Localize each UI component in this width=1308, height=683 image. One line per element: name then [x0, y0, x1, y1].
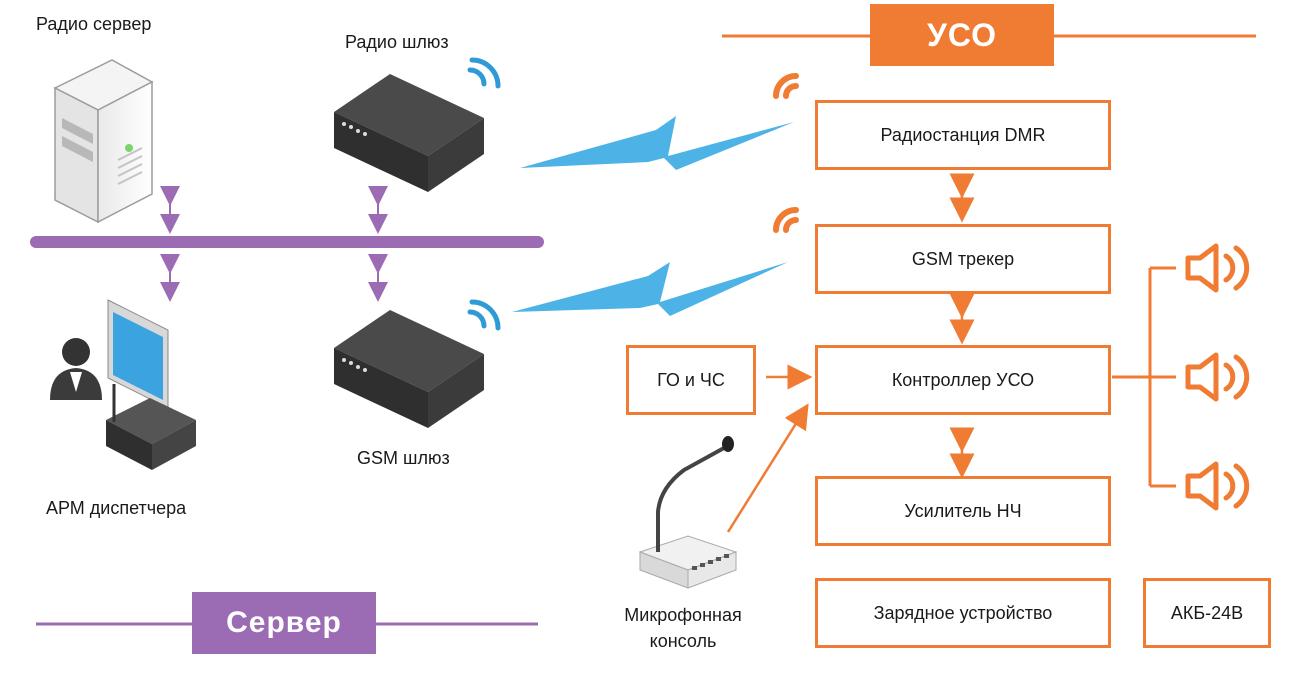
gsm-tracker-label: GSM трекер: [911, 248, 1015, 269]
go-chs-label: ГО и ЧС: [657, 369, 725, 390]
gsm-gateway-label: GSM шлюз: [357, 448, 450, 468]
speaker-icon: [1185, 461, 1250, 511]
dmr-radio-label: Радиостанция DMR: [880, 124, 1046, 145]
lf-amplifier-label: Усилитель НЧ: [904, 500, 1022, 521]
speaker-branch: [1112, 266, 1176, 488]
wireless-link-dmr: [520, 116, 794, 170]
wifi-icon: [467, 299, 501, 331]
wifi-icon: [467, 57, 501, 89]
go-chs-box: ГО и ЧС: [626, 345, 756, 415]
uso-section-title: УСО: [870, 4, 1054, 66]
microphone-console-icon: [638, 436, 738, 589]
radio-server-label: Радио сервер: [36, 14, 152, 34]
speaker-icon: [1185, 352, 1250, 402]
workstation-icon: [50, 299, 196, 470]
speaker-icon: [1185, 243, 1250, 293]
wifi-icon: [773, 73, 799, 99]
battery-label: АКБ-24В: [1170, 602, 1244, 623]
server-section-title: Сервер: [192, 592, 376, 654]
router-icon: [334, 310, 484, 428]
wifi-icon: [773, 207, 799, 233]
radio-gateway-label: Радио шлюз: [345, 32, 449, 52]
dmr-radio-box: Радиостанция DMR: [815, 100, 1111, 170]
battery-box: АКБ-24В: [1143, 578, 1271, 648]
uso-controller-label: Контроллер УСО: [891, 369, 1035, 390]
charger-box: Зарядное устройство: [815, 578, 1111, 648]
lf-amplifier-box: Усилитель НЧ: [815, 476, 1111, 546]
router-icon: [334, 74, 484, 192]
mic-console-label: Микрофонная консоль: [624, 605, 742, 651]
bus-connector-arrows: [160, 186, 388, 302]
operator-workstation-label: АРМ диспетчера: [46, 498, 187, 518]
server-tower-icon: [53, 59, 154, 224]
gsm-tracker-box: GSM трекер: [815, 224, 1111, 294]
uso-connector-arrows: [726, 173, 975, 533]
uso-controller-box: Контроллер УСО: [815, 345, 1111, 415]
charger-label: Зарядное устройство: [873, 602, 1053, 623]
wireless-link-gsm: [512, 262, 788, 316]
